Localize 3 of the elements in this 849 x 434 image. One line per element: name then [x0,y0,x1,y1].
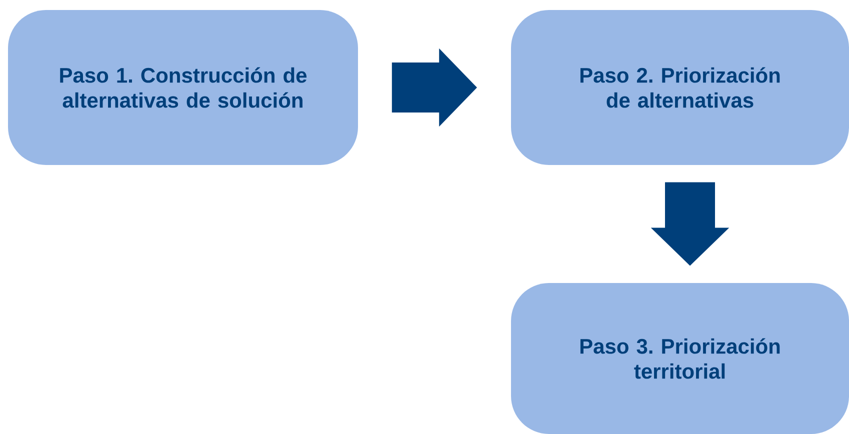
process-box: Paso 2. Priorización de alternativas [511,10,849,165]
process-box: Paso 1. Construcción de alternativas de solución [8,10,358,165]
process-box: Paso 3. Priorización territorial [511,283,849,434]
